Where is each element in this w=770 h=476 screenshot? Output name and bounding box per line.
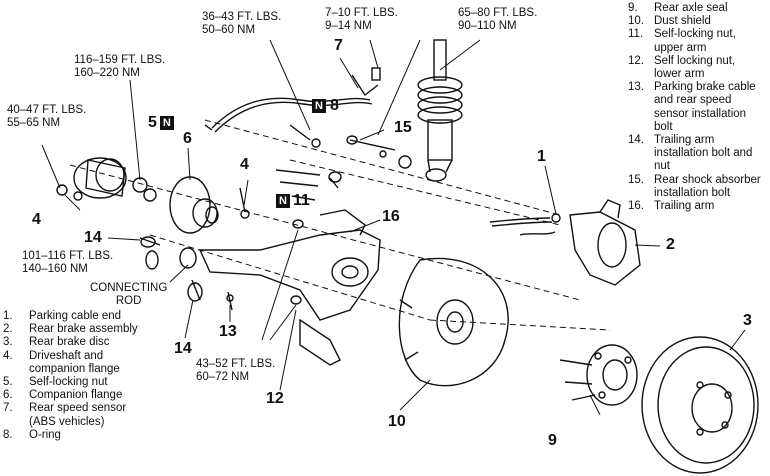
legend-item-number: 4. [3, 349, 13, 362]
leader-lines [41, 39, 746, 416]
legend-item-text: Trailing arm installation bolt and nut [654, 134, 753, 173]
callout-5-new-tag: N [159, 115, 174, 130]
callout-10: 10 [388, 413, 406, 430]
legend-item-number: 8. [3, 428, 13, 441]
callout-6: 6 [183, 130, 192, 147]
legend-item-text: Self-locking nut, upper arm [654, 28, 736, 54]
legend-item-text: Trailing arm [654, 200, 715, 213]
parking-cable-shape [489, 213, 561, 236]
legend-item-number: 12. [628, 54, 644, 67]
legend-right: 9. Rear axle seal 10. Dust shield 11. Self-lo… [628, 2, 761, 213]
legend-item-number: 2. [3, 323, 13, 336]
legend-item: 3. Rear brake disc [3, 336, 138, 349]
legend-item: 5. Self-locking nut [3, 376, 138, 389]
legend-item-text: Parking cable end [29, 310, 122, 322]
legend-item: 12. Self locking nut, lower arm [628, 55, 761, 81]
torque-spec-upper-bolt: 36–43 FT. LBS. 50–60 NM [202, 11, 282, 36]
legend-item-number: 6. [3, 389, 13, 402]
legend-item-text: Driveshaft and companion flange [29, 349, 120, 375]
legend-item-text: Rear brake disc [29, 336, 110, 349]
assembly-axis-lines [69, 119, 611, 331]
callout-4-left: 4 [32, 211, 41, 228]
legend-item: 7. Rear speed sensor (ABS vehicles) [3, 402, 138, 428]
torque-spec-trailing-bolt: 101–116 FT. LBS. 140–160 NM [22, 250, 114, 275]
callout-8-new-tag: N [312, 98, 326, 113]
legend-item-text: Rear speed sensor (ABS vehicles) [29, 402, 127, 428]
legend-item-text: Companion flange [29, 389, 123, 402]
legend-item: 13. Parking brake cable and rear speed se… [628, 81, 761, 134]
legend-item-text: Rear brake assembly [29, 323, 138, 336]
torque-spec-nut: 116–159 FT. LBS. 160–220 NM [74, 54, 166, 79]
axle-hub [559, 344, 638, 406]
torque-spec-shock-bolt: 65–80 FT. LBS. 90–110 NM [458, 7, 538, 32]
legend-item-text: Rear axle seal [654, 2, 728, 14]
fasteners [139, 124, 412, 311]
callout-4-center: 4 [240, 156, 249, 173]
callout-7: 7 [334, 37, 343, 54]
legend-item-number: 1. [3, 310, 13, 322]
torque-spec-driveshaft: 40–47 FT. LBS. 55–65 NM [7, 104, 87, 129]
callout-9: 9 [548, 432, 557, 449]
connecting-rod-label: CONNECTING ROD [90, 282, 168, 307]
legend-item-number: 13. [628, 81, 644, 94]
legend-item: 1. Parking cable end [3, 310, 138, 323]
legend-item: 14. Trailing arm installation bolt and nu… [628, 134, 761, 174]
callout-15: 15 [394, 119, 412, 136]
torque-spec-arm-nuts: 43–52 FT. LBS. 60–72 NM [196, 358, 276, 383]
legend-item-number: 16. [628, 200, 644, 213]
callout-11-new-tag: N [276, 193, 290, 208]
callout-11-number: 11 [292, 192, 310, 209]
legend-item-number: 10. [628, 15, 644, 28]
shock-absorber [417, 39, 463, 182]
callout-3: 3 [743, 312, 752, 329]
legend-item-text: O-ring [29, 428, 61, 441]
callout-12: 12 [266, 390, 284, 407]
legend-item: 9. Rear axle seal [628, 2, 761, 15]
legend-item-number: 15. [628, 173, 644, 186]
dust-shield-shape [398, 257, 509, 387]
callout-14-left: 14 [84, 229, 102, 246]
callout-5-number: 5 [148, 114, 157, 131]
callout-16: 16 [382, 208, 400, 225]
legend-item-number: 5. [3, 376, 13, 389]
callout-13: 13 [219, 323, 237, 340]
legend-item: 8. O-ring [3, 429, 138, 442]
legend-item-number: 14. [628, 134, 644, 147]
torque-spec-sensor-bolt: 7–10 FT. LBS. 9–14 NM [325, 7, 398, 32]
legend-item-text: Self locking nut, lower arm [654, 54, 736, 81]
callout-14-bottom: 14 [174, 340, 192, 357]
legend-item: 4. Driveshaft and companion flange [3, 350, 138, 376]
legend-item: 10. Dust shield [628, 15, 761, 28]
legend-item-text: Rear shock absorber installation bolt [654, 173, 761, 199]
callout-8-number: 8 [329, 97, 339, 114]
legend-item-number: 7. [3, 402, 13, 415]
legend-item-text: Parking brake cable and rear speed senso… [654, 81, 756, 133]
brake-disc [641, 336, 759, 474]
legend-item-text: Dust shield [654, 15, 711, 28]
legend-item: 11. Self-locking nut, upper arm [628, 28, 761, 54]
legend-item: 15. Rear shock absorber installation bolt [628, 174, 761, 200]
legend-item-number: 11. [628, 28, 644, 41]
callout-1: 1 [537, 148, 546, 165]
connecting-rod [179, 247, 341, 366]
legend-item-text: Self-locking nut [29, 376, 108, 389]
driveshaft-joint [56, 157, 157, 202]
trailing-arm [198, 209, 381, 321]
legend-item-number: 3. [3, 336, 13, 349]
legend-item: 2. Rear brake assembly [3, 323, 138, 336]
legend-item-number: 9. [628, 2, 638, 14]
companion-flange [169, 176, 219, 234]
brake-caliper [569, 199, 641, 286]
callout-2: 2 [666, 236, 675, 253]
legend-left: 1. Parking cable end 2. Rear brake assembly… [3, 310, 138, 442]
legend-item: 6. Companion flange [3, 389, 138, 402]
sensor-cable [204, 67, 381, 133]
legend-item: 16. Trailing arm [628, 200, 761, 213]
